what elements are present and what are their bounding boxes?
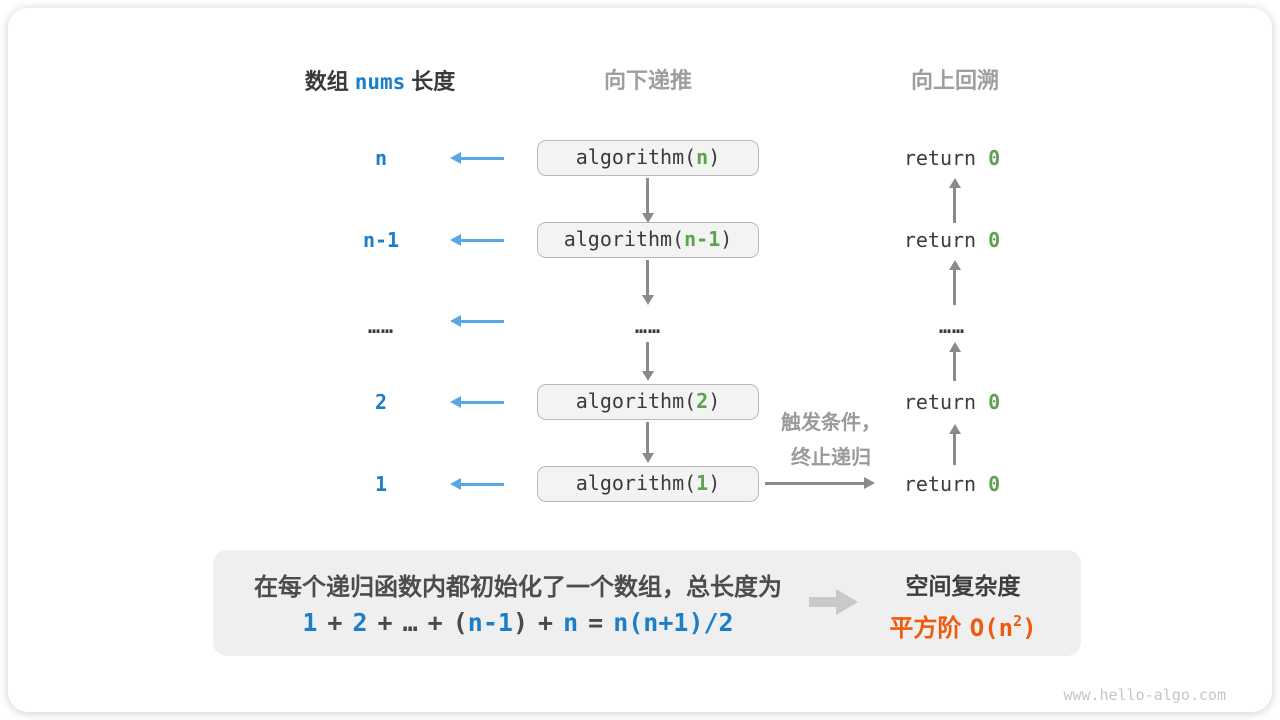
formula-term: n-1 (467, 608, 513, 637)
left-arrow-icon (450, 396, 504, 408)
header-array-suffix: 长度 (411, 70, 456, 95)
base-case-arrow-icon (765, 477, 875, 489)
formula-operator: + (427, 608, 443, 637)
call-arg: n (696, 145, 709, 169)
call-suffix: ) (720, 227, 733, 251)
call-stack-ellipsis: …… (634, 314, 662, 338)
call-prefix: algorithm( (575, 145, 697, 169)
call-suffix: ) (708, 389, 721, 413)
big-o-notation: O(n2) (969, 612, 1037, 642)
formula-paren: ( (452, 608, 468, 637)
return-statement: return 0 (872, 469, 1032, 499)
space-complexity-value: 平方阶 O(n2) (853, 608, 1073, 643)
return-statement: return 0 (872, 387, 1032, 417)
formula-term: 2 (352, 608, 368, 637)
algorithm-box-2: algorithm(2) (537, 384, 759, 420)
call-arg: n-1 (684, 227, 721, 251)
call-suffix: ) (708, 471, 721, 495)
backtrack-up-arrow-icon (948, 178, 961, 223)
column-header-backtrack-up: 向上回溯 (910, 69, 999, 94)
return-value: 0 (988, 390, 1001, 414)
formula-operator: + (538, 608, 554, 637)
complexity-order-name: 平方阶 (889, 614, 970, 642)
return-keyword: return (903, 390, 989, 414)
left-arrow-icon (450, 152, 504, 164)
call-prefix: algorithm( (575, 389, 697, 413)
header-array-prefix: 数组 (304, 70, 349, 95)
header-nums-code: nums (354, 70, 406, 94)
call-suffix: ) (708, 145, 721, 169)
return-value: 0 (988, 472, 1001, 496)
return-statement: return 0 (872, 225, 1032, 255)
implies-arrow-icon (809, 589, 858, 615)
formula-result: n(n+1)/2 (613, 608, 734, 637)
formula-equals: = (588, 608, 604, 637)
return-value: 0 (988, 146, 1001, 170)
left-arrow-icon (450, 234, 504, 246)
return-ellipsis: …… (938, 314, 966, 338)
return-statement: return 0 (872, 143, 1032, 173)
base-case-annotation-line1: 触发条件， (781, 410, 881, 434)
left-arrow-icon (450, 478, 504, 490)
recurse-down-arrow-icon (641, 260, 654, 305)
watermark: www.hello-algo.com (1063, 686, 1226, 704)
length-label-n-1: n-1 (362, 228, 400, 252)
backtrack-up-arrow-icon (948, 342, 961, 381)
backtrack-up-arrow-icon (948, 260, 961, 305)
length-label-n: n (374, 146, 388, 170)
call-arg: 2 (696, 389, 709, 413)
algorithm-box-n: algorithm(n) (537, 140, 759, 176)
formula-operator: + (327, 608, 343, 637)
formula-paren: ) (512, 608, 529, 637)
algorithm-box-1: algorithm(1) (537, 466, 759, 502)
column-header-recurse-down: 向下递推 (603, 69, 692, 94)
return-value: 0 (988, 228, 1001, 252)
formula-operator: + (377, 608, 393, 637)
return-keyword: return (903, 472, 989, 496)
call-prefix: algorithm( (563, 227, 685, 251)
space-complexity-title: 空间复杂度 (905, 574, 1021, 600)
return-keyword: return (903, 146, 989, 170)
call-arg: 1 (696, 471, 709, 495)
recurse-down-arrow-icon (641, 422, 654, 463)
summary-description: 在每个递归函数内都初始化了一个数组，总长度为 (254, 573, 782, 601)
left-arrow-icon (450, 315, 504, 327)
summary-box: 在每个递归函数内都初始化了一个数组，总长度为 1 +2 + … + (n-1) + n = n(n… (213, 550, 1081, 656)
recurse-down-arrow-icon (641, 342, 654, 381)
recurse-down-arrow-icon (641, 178, 654, 223)
summary-formula: 1 +2 + … + (n-1) + n = n(n+1)/2 (233, 608, 803, 637)
algorithm-box-n-1: algorithm(n-1) (537, 222, 759, 258)
length-label-1: 1 (374, 472, 388, 496)
return-keyword: return (903, 228, 989, 252)
formula-term: 1 (302, 608, 318, 637)
exponent: 2 (1013, 612, 1023, 630)
length-label-2: 2 (374, 390, 388, 414)
formula-ellipsis: … (402, 608, 418, 637)
backtrack-up-arrow-icon (948, 424, 961, 465)
length-label-ellipsis: …… (367, 314, 395, 338)
formula-term: n (563, 608, 579, 637)
call-prefix: algorithm( (575, 471, 697, 495)
base-case-annotation-line2: 终止递归 (791, 445, 871, 469)
